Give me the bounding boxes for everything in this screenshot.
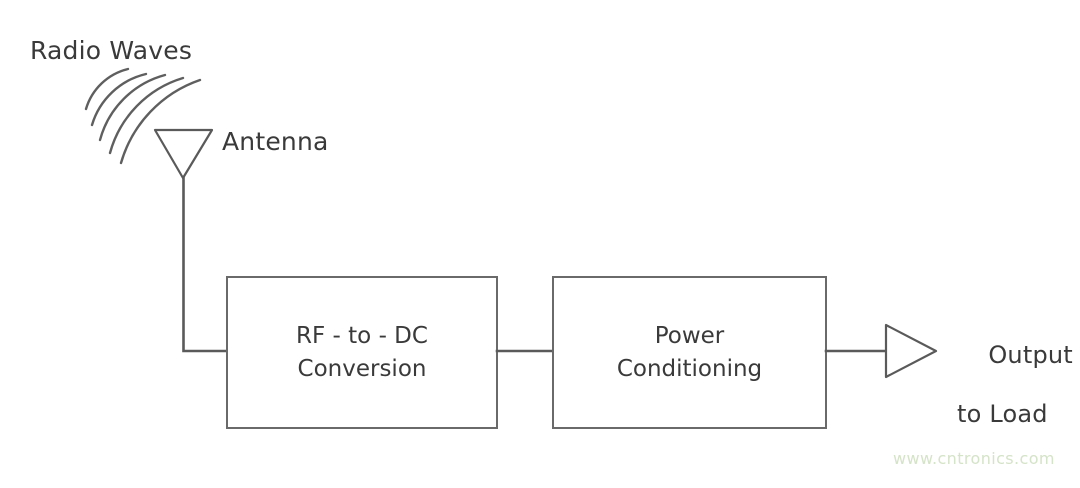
block-rf-to-dc — [226, 276, 498, 429]
radio-wave-arcs-icon — [84, 67, 202, 165]
output-triangle-icon — [884, 323, 938, 379]
antenna-feed-line — [182, 175, 229, 353]
label-output-line-2: to Load — [957, 399, 1048, 428]
block-power-conditioning — [552, 276, 827, 429]
label-antenna: Antenna — [222, 127, 329, 156]
label-output-line-1: Output — [988, 341, 1073, 370]
label-output-to-load: Output to Load — [957, 312, 1073, 488]
label-radio-waves: Radio Waves — [30, 36, 193, 65]
diagram-vector-layer — [84, 67, 938, 429]
watermark-url: www.cntronics.com — [893, 449, 1055, 468]
block-diagram-canvas: Radio Waves Antenna RF - to - DC Convers… — [30, 36, 1073, 468]
antenna-triangle-icon — [153, 128, 214, 180]
